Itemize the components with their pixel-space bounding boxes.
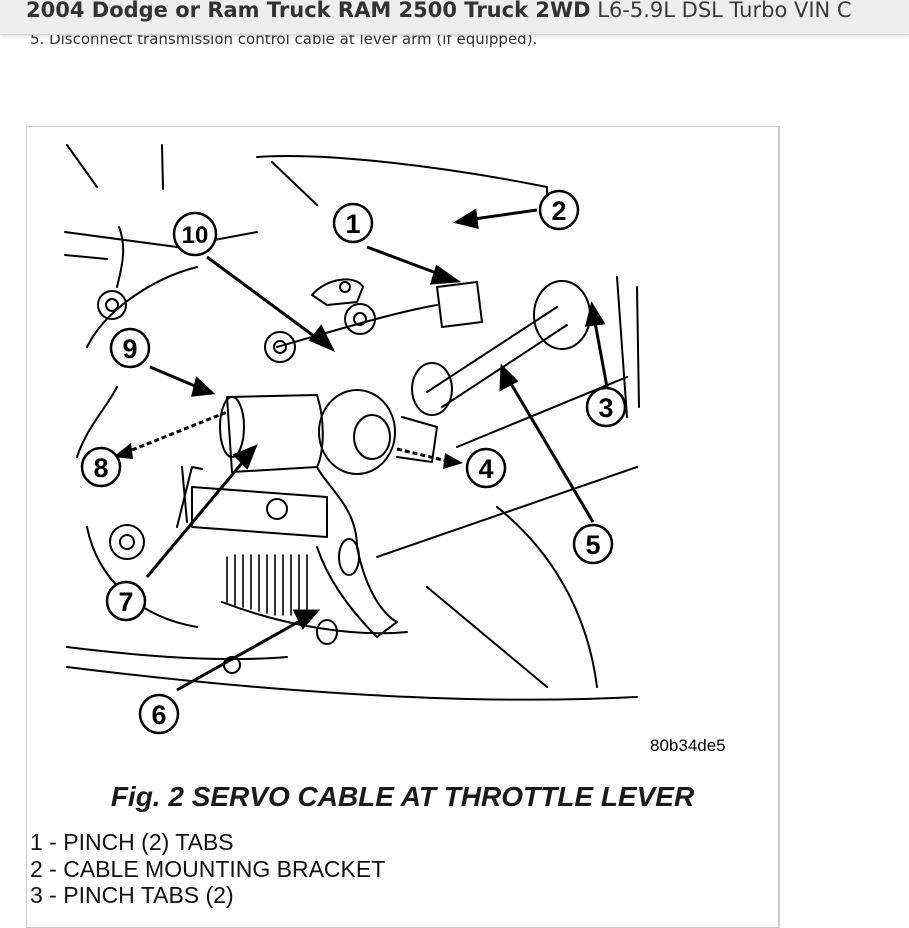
engine-title: L6-5.9L DSL Turbo VIN C (597, 0, 852, 22)
svg-text:8: 8 (93, 453, 108, 483)
svg-text:4: 4 (478, 454, 493, 484)
page-title: 2004 Dodge or Ram Truck RAM 2500 Truck 2… (26, 0, 852, 22)
callout-1: 1 (332, 202, 374, 244)
callout-5: 5 (572, 523, 614, 565)
vehicle-title: 2004 Dodge or Ram Truck RAM 2500 Truck 2… (26, 0, 591, 22)
servo-cable-diagram: 1 2 3 4 5 6 7 8 9 10 (64, 144, 640, 735)
legend-item: 1 - PINCH (2) TABS (30, 829, 234, 855)
callout-6: 6 (138, 693, 180, 735)
callout-8: 8 (80, 446, 122, 488)
legend-item: 2 - CABLE MOUNTING BRACKET (30, 855, 386, 882)
legend-item: 3 - PINCH TABS (2) (30, 882, 234, 908)
figure-caption: Fig. 2 SERVO CABLE AT THROTTLE LEVER (110, 781, 695, 812)
callout-2: 2 (538, 189, 580, 231)
svg-text:7: 7 (118, 587, 133, 617)
svg-text:9: 9 (122, 334, 137, 364)
header-bar: 2004 Dodge or Ram Truck RAM 2500 Truck 2… (0, 0, 909, 35)
svg-text:2: 2 (551, 196, 566, 226)
svg-text:10: 10 (182, 222, 209, 249)
callout-10: 10 (172, 211, 218, 257)
callout-3: 3 (585, 386, 627, 428)
callout-4: 4 (465, 447, 507, 489)
svg-text:1: 1 (345, 209, 360, 239)
svg-text:6: 6 (151, 700, 166, 730)
figure-legend: 1 - PINCH (2) TABS 2 - CABLE MOUNTING BR… (30, 829, 385, 909)
callout-9: 9 (109, 327, 151, 369)
callout-7: 7 (105, 580, 147, 622)
figure-panel: 1 2 3 4 5 6 7 8 9 10 80b34de5 Fig. 2 SER… (26, 126, 780, 928)
callout-labels: 1 2 3 4 5 6 7 8 9 10 (80, 189, 627, 735)
svg-text:5: 5 (585, 530, 600, 560)
image-code: 80b34de5 (650, 736, 726, 755)
svg-text:3: 3 (598, 393, 613, 423)
